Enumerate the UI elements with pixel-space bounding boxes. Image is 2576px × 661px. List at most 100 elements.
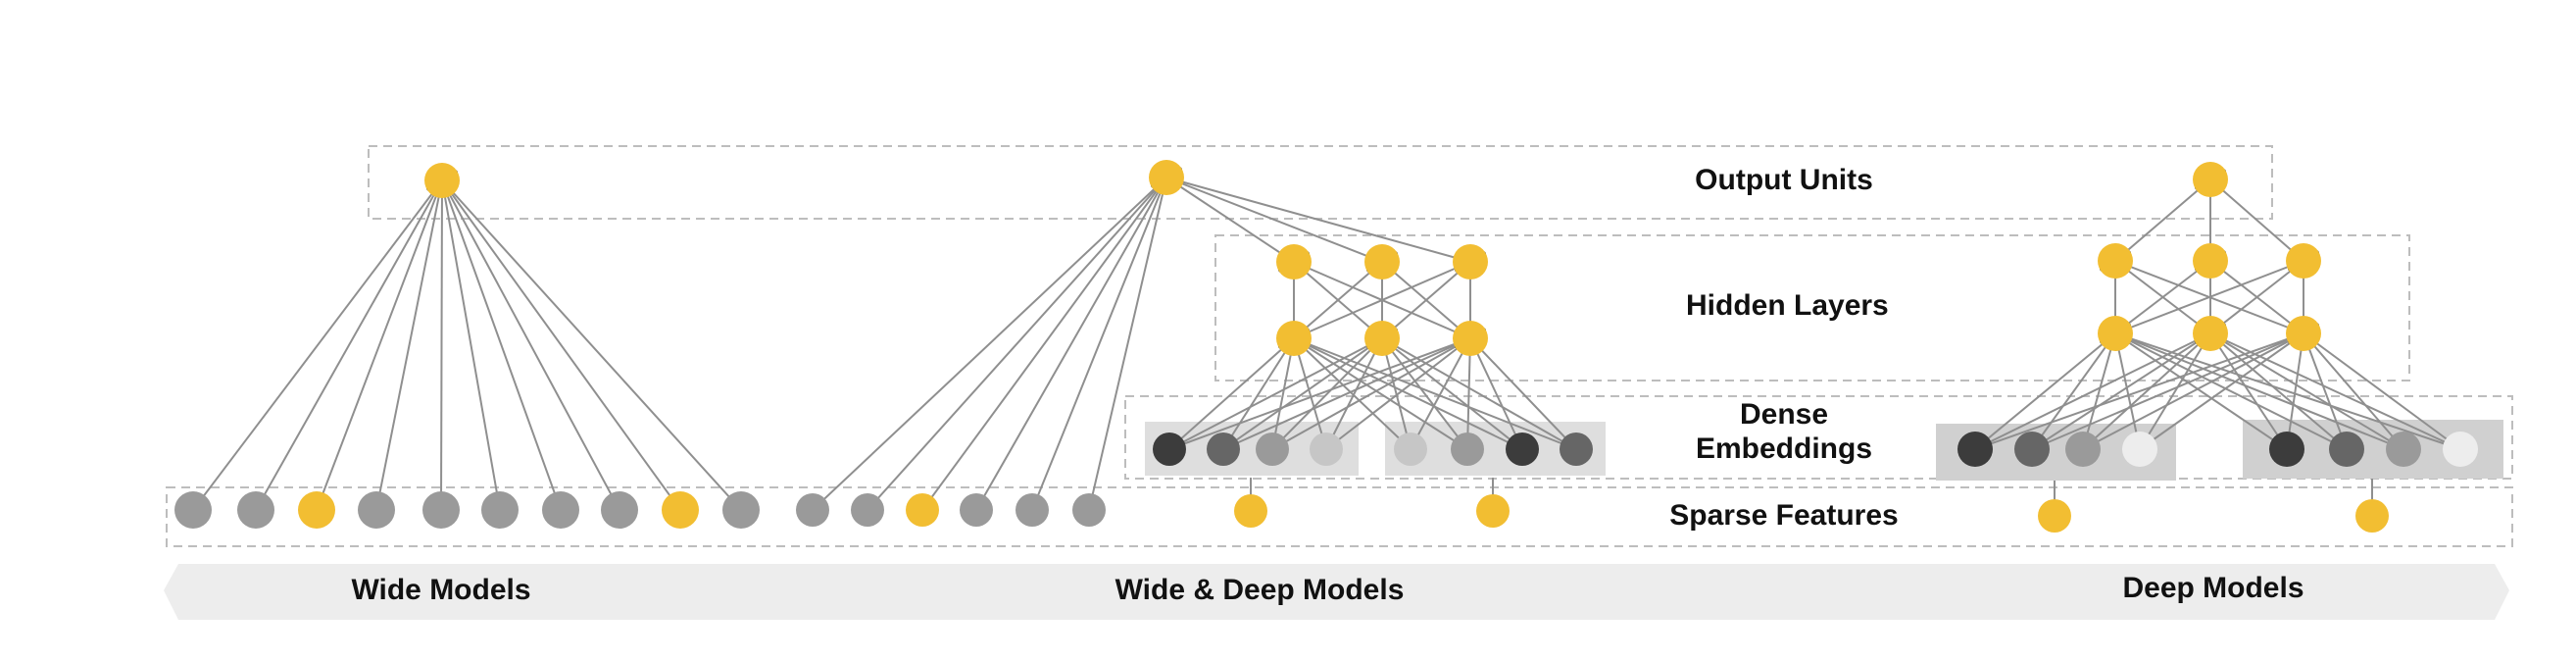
activation-node-circle: [2286, 316, 2321, 351]
connection-edge: [2031, 332, 2116, 450]
connection-edge: [2082, 332, 2304, 450]
connection-edge: [375, 179, 443, 511]
sparse-features-label: Sparse Features: [1669, 499, 1899, 532]
model-banner-shape: [164, 564, 2509, 620]
connection-edge: [2114, 332, 2348, 450]
connection-edge: [1222, 337, 1383, 450]
sparse-feature-node: [237, 491, 274, 529]
connection-edge: [1381, 337, 1523, 450]
sparse-feature-node: [422, 491, 460, 529]
connection-edge: [1168, 337, 1383, 450]
connection-edge: [441, 179, 501, 511]
connection-edge: [1271, 337, 1471, 450]
connection-edge: [316, 179, 443, 511]
connection-edge: [1165, 177, 1295, 263]
connection-edge: [1293, 337, 1577, 450]
connection-edge: [1381, 261, 1471, 339]
sparse-feature-node: [960, 493, 993, 527]
sparse-feature-node: [358, 491, 395, 529]
embedding-unit: [2065, 432, 2101, 467]
wide-deep-models-label: Wide & Deep Models: [1115, 574, 1405, 606]
activation-node-circle: [1276, 244, 1312, 280]
deep-models-label: Deep Models: [2122, 572, 2304, 604]
connection-edge: [2209, 260, 2304, 334]
connection-edge: [975, 177, 1167, 511]
embedding-unit: [1310, 432, 1343, 466]
embedding-unit: [1957, 432, 1993, 467]
connection-edge: [2031, 332, 2211, 450]
connection-edge: [2114, 260, 2304, 334]
connection-edge: [2114, 178, 2211, 262]
embedding-unit: [1153, 432, 1186, 466]
dense-embeddings-box: [1124, 395, 2513, 480]
sparse-feature-node: [174, 491, 212, 529]
hidden-layers-box: [1214, 234, 2410, 381]
connection-edge: [1293, 261, 1383, 339]
connection-edge: [1031, 177, 1167, 511]
dense-embeddings-label-line1: Dense: [1739, 398, 1829, 431]
connection-edge: [921, 177, 1167, 511]
embedding-unit: [1207, 432, 1240, 466]
connection-edge: [1325, 337, 1383, 450]
connection-edge: [1410, 337, 1471, 450]
layer-boxes: [166, 145, 2513, 547]
connection-edge: [1469, 337, 1523, 450]
connection-edge: [2209, 332, 2348, 450]
activation-node-circle: [424, 163, 460, 198]
connection-edge: [2114, 332, 2288, 450]
connection-edge: [2209, 332, 2288, 450]
connection-edge: [441, 179, 681, 511]
embedding-unit: [2443, 432, 2478, 467]
connection-edge: [1271, 337, 1383, 450]
activation-node-circle: [2098, 243, 2133, 279]
sparse-feature-node: [1476, 494, 1510, 528]
activation-node-circle: [1364, 244, 1400, 280]
connection-edge: [1293, 261, 1471, 339]
activation-node-circle: [2193, 162, 2228, 197]
sparse-feature-node: [481, 491, 519, 529]
embedding-unit: [1560, 432, 1593, 466]
output-units-label: Output Units: [1695, 164, 1873, 196]
activation-node-circle: [1364, 321, 1400, 356]
sparse-feature-node: [1234, 494, 1267, 528]
connection-edge: [812, 177, 1167, 511]
embedding-unit: [2386, 432, 2421, 467]
sparse-feature-node: [851, 493, 884, 527]
connection-edge: [1381, 337, 1468, 450]
connection-edge: [2286, 332, 2304, 450]
sparse-features-box: [166, 486, 2513, 547]
connection-edge: [1165, 177, 1383, 263]
connection-edge: [2303, 332, 2348, 450]
embedding-unit: [2329, 432, 2364, 467]
sparse-feature-node: [906, 493, 939, 527]
connection-edge: [1088, 177, 1167, 511]
connection-edge: [2303, 332, 2404, 450]
activation-node-circle: [2193, 316, 2228, 351]
sparse-feature-node: [2355, 499, 2389, 533]
connection-edge: [441, 179, 742, 511]
sparse-feature-node: [2038, 499, 2071, 533]
activation-node-circle: [1276, 321, 1312, 356]
connection-edge: [1293, 337, 1412, 450]
connection-edge: [192, 179, 443, 511]
connection-edge: [1293, 337, 1327, 450]
embedding-unit: [1394, 432, 1427, 466]
model-banner: [164, 564, 2509, 620]
connection-edge: [440, 179, 443, 511]
connection-edge: [1293, 337, 1523, 450]
connection-edge: [1293, 337, 1468, 450]
connection-edge: [1325, 337, 1471, 450]
output-units-box: [368, 145, 2273, 220]
activation-node-circle: [2098, 316, 2133, 351]
connection-edge: [1469, 337, 1577, 450]
wide-models-label: Wide Models: [351, 574, 531, 606]
sparse-feature-node: [1016, 493, 1049, 527]
activation-node-circle: [2286, 243, 2321, 279]
connection-edge: [2114, 332, 2404, 450]
sparse-feature-node: [601, 491, 638, 529]
connection-edge: [2114, 332, 2461, 450]
connection-edge: [1222, 337, 1471, 450]
dense-embeddings-label-line2: Embeddings: [1695, 432, 1872, 465]
connection-edge: [2082, 332, 2116, 450]
